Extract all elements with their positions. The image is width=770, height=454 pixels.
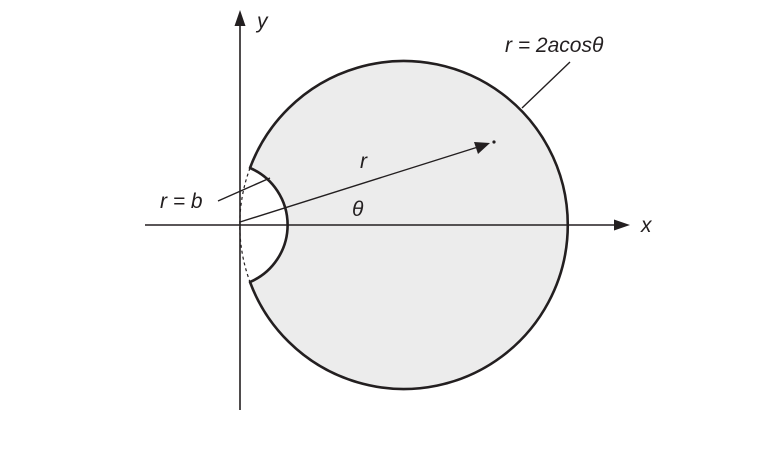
inner-curve-leader-line [217,177,271,202]
radius-endpoint-dot [492,140,496,144]
x-axis-label: x [640,214,653,237]
angle-label: θ [352,198,364,221]
outer-curve-label: r = 2acosθ [505,34,604,57]
x-axis-arrowhead [614,219,630,231]
radius-vector [239,146,479,223]
y-axis-label: y [255,10,269,33]
outer-curve-leader-line [521,61,571,109]
radius-label: r [360,150,368,173]
radius-arrowhead [474,142,490,154]
y-axis-arrowhead [234,10,246,26]
inner-curve-label: r = b [160,190,203,213]
outer-circle-dashed-arc [239,167,251,283]
